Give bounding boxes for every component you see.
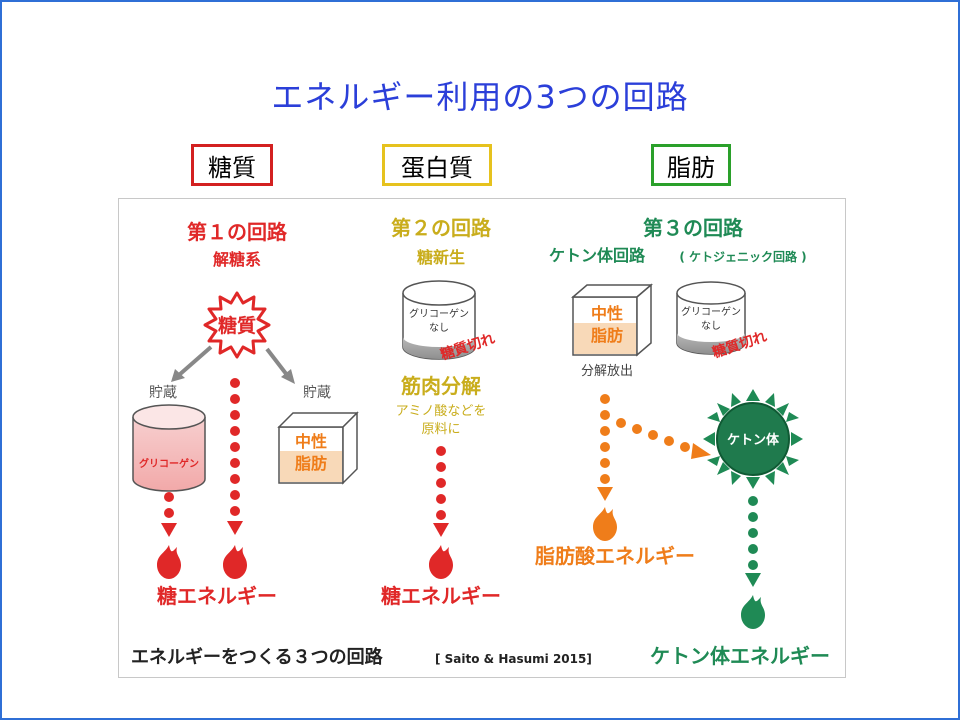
- tag-protein: 蛋白質: [382, 144, 492, 186]
- empty-glycogen-cylinder-icon: [402, 280, 476, 360]
- slide-title: エネルギー利用の3つの回路: [271, 78, 689, 116]
- neutral-fat-box-icon: [570, 283, 654, 357]
- ketone-energy: ケトン体エネルギー: [650, 644, 830, 668]
- flow-arrow-direct: [227, 378, 243, 535]
- flow-arrow-protein: [433, 446, 449, 537]
- flame-icon: [223, 545, 247, 579]
- flow-arrow-to-ketone: [616, 418, 711, 459]
- c2-container-line1: グリコーゲン: [409, 307, 469, 320]
- tag-carbohydrate: 糖質: [191, 144, 273, 186]
- tag-fat: 脂肪: [651, 144, 731, 186]
- c3-container-line1: グリコーゲン: [681, 305, 741, 318]
- neutral-fat-box-icon: [277, 411, 359, 485]
- fat3-line2: 脂肪: [591, 326, 623, 345]
- muscle-breakdown: 筋肉分解: [401, 374, 481, 398]
- fat1-line1: 中性: [295, 432, 327, 451]
- store-left-label: 貯蔵: [149, 385, 177, 401]
- circuits-diagram: 第１の回路 解糖系 糖質 貯蔵 貯蔵 グリコーゲン 中性 脂肪 糖エネルギー 第…: [131, 216, 807, 668]
- circuit3-heading: 第３の回路: [643, 216, 744, 240]
- circuit3-subheading: ケトン体回路: [549, 246, 646, 265]
- ketone-sun-icon: [703, 389, 803, 489]
- footer-caption: エネルギーをつくる３つの回路: [131, 646, 384, 668]
- circuit2-energy: 糖エネルギー: [381, 584, 501, 608]
- glycogen-label: グリコーゲン: [139, 457, 199, 470]
- circuit1-heading: 第１の回路: [187, 220, 288, 244]
- flame-icon: [741, 595, 765, 629]
- fatty-acid-energy: 脂肪酸エネルギー: [535, 544, 695, 568]
- release-label: 分解放出: [581, 364, 633, 379]
- c2-desc-line1: アミノ酸などを: [396, 404, 487, 419]
- ketone-label: ケトン体: [727, 432, 780, 448]
- flame-icon: [593, 507, 617, 541]
- circuit1-subheading: 解糖系: [213, 250, 261, 269]
- flame-icon: [157, 545, 181, 579]
- fat1-line2: 脂肪: [295, 454, 327, 473]
- flame-icon: [429, 545, 453, 579]
- circuit3-subheading-note: ( ケトジェニック回路 ): [679, 249, 806, 264]
- flow-arrow-glycogen: [161, 492, 177, 537]
- sugar-burst-icon: [203, 291, 271, 359]
- circuit1-energy: 糖エネルギー: [157, 584, 277, 608]
- glycogen-cylinder-icon: [132, 404, 206, 492]
- circuit2-heading: 第２の回路: [391, 216, 492, 240]
- flow-arrow-ketone: [745, 496, 761, 587]
- footer-citation: [ Saito & Hasumi 2015]: [435, 652, 592, 666]
- flow-arrow-fatty-acid: [597, 394, 613, 501]
- store-right-label: 貯蔵: [303, 385, 331, 401]
- c2-container-line2: なし: [429, 322, 449, 334]
- fat3-line1: 中性: [591, 304, 623, 323]
- c3-container-line2: なし: [701, 320, 721, 332]
- empty-glycogen-cylinder-icon: [676, 281, 746, 355]
- c2-desc-line2: 原料に: [421, 422, 460, 437]
- burst-label: 糖質: [218, 314, 256, 337]
- diagram-panel: 第１の回路 解糖系 糖質 貯蔵 貯蔵 グリコーゲン 中性 脂肪 糖エネルギー 第…: [118, 198, 846, 678]
- circuit2-subheading: 糖新生: [417, 248, 465, 267]
